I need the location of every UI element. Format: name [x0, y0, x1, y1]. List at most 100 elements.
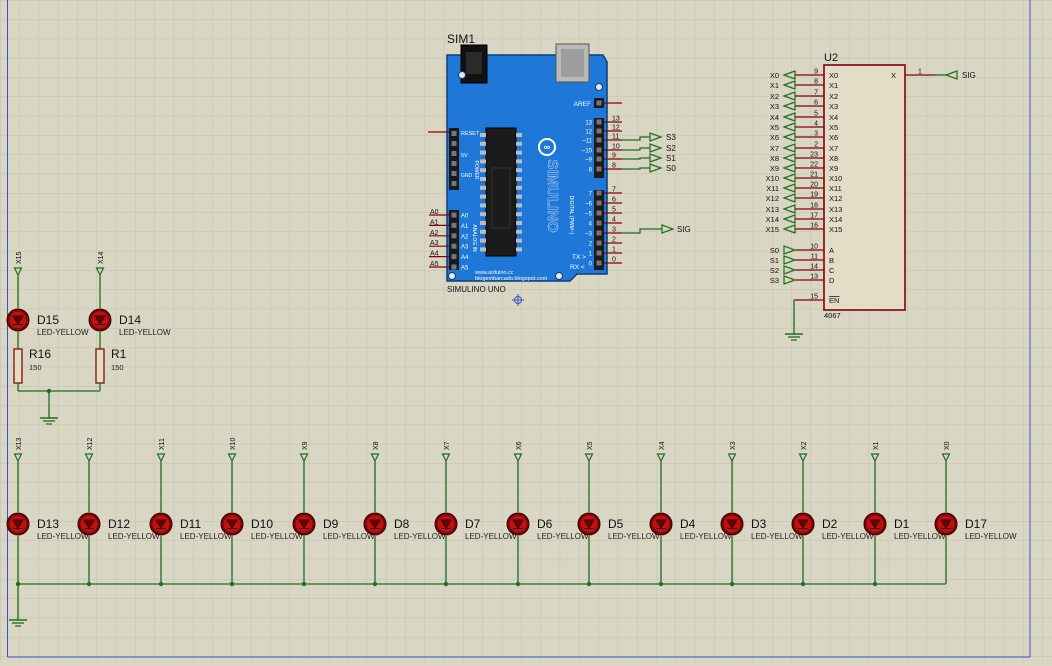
- mux-part: 4067: [824, 311, 841, 320]
- board-outline: [446, 54, 608, 282]
- terminal-arrow: [782, 70, 796, 80]
- net-terminal[interactable]: X6: [513, 441, 524, 463]
- digital-board-label: ~3: [585, 232, 593, 238]
- led-diode-icon: [83, 519, 95, 529]
- net-terminal-s2[interactable]: S2: [649, 143, 676, 153]
- mux-net-label: X14: [766, 215, 779, 224]
- terminal-arrow: [782, 101, 796, 111]
- led-diode-icon: [583, 519, 595, 529]
- terminal-arrow: [870, 453, 880, 463]
- net-terminal[interactable]: X8: [370, 441, 381, 463]
- net-terminal[interactable]: X4: [656, 441, 667, 463]
- terminal-arrow: [941, 453, 951, 463]
- label-digital: DIGITAL (PWM~): [568, 196, 574, 235]
- net-terminal[interactable]: X14: [95, 251, 106, 277]
- digital-pin-number: 4: [612, 217, 616, 224]
- net-terminal[interactable]: X11: [156, 438, 167, 463]
- digital-board-label: ~9: [585, 158, 593, 164]
- terminal-label: X4: [659, 441, 666, 450]
- net-terminal[interactable]: X10: [227, 437, 238, 463]
- terminal-arrow: [649, 153, 663, 163]
- mux-pin-number: 13: [810, 274, 818, 281]
- digital-pin-number: 3: [612, 227, 616, 234]
- power-jack-inner: [466, 52, 482, 74]
- mux-net-label: X2: [770, 92, 779, 101]
- terminal-arrow: [782, 132, 796, 142]
- led-type: LED-YELLOW: [680, 532, 732, 541]
- net-terminal-s3[interactable]: S3: [649, 132, 676, 142]
- mux-net-label: S2: [770, 266, 779, 275]
- net-terminal-sig-out[interactable]: SIG: [944, 70, 976, 80]
- net-terminal[interactable]: X5: [584, 441, 595, 463]
- chip-pin: [480, 185, 486, 190]
- terminal-arrow: [783, 245, 797, 255]
- net-terminal[interactable]: X2: [798, 441, 809, 463]
- net-terminal[interactable]: X15: [13, 251, 24, 277]
- led-diode-icon: [869, 519, 881, 529]
- terminal-arrow: [782, 193, 796, 203]
- header-pin: [451, 212, 457, 218]
- led-diode-icon: [726, 519, 738, 529]
- net-terminal-s1[interactable]: S1: [649, 153, 676, 163]
- chip-pin: [480, 194, 486, 199]
- led-ref: D5: [608, 517, 624, 531]
- net-terminal[interactable]: X3: [727, 441, 738, 463]
- digital-pin-number: 0: [612, 257, 616, 264]
- terminal-arrow: [656, 453, 666, 463]
- chip-pin: [516, 133, 522, 137]
- mux-pin-number: 22: [810, 162, 818, 169]
- terminal-label: X15: [16, 251, 23, 264]
- mux-net-label: X7: [770, 144, 779, 153]
- led-diode-icon: [12, 519, 24, 529]
- net-terminal[interactable]: X9: [299, 441, 310, 463]
- terminal-label: X9: [302, 441, 309, 450]
- mux-pin-label: X0: [829, 71, 838, 80]
- header-pin: [596, 220, 602, 226]
- terminal-arrow: [661, 224, 675, 234]
- resistor-value: 150: [29, 363, 42, 372]
- header-pin: [596, 200, 602, 206]
- header-pin: [451, 181, 457, 186]
- net-terminal[interactable]: X0: [941, 441, 952, 463]
- header-pin: [451, 171, 457, 176]
- net-terminal-sig[interactable]: SIG: [661, 224, 691, 234]
- led-diode-icon: [440, 519, 452, 529]
- chip-pin: [516, 177, 522, 181]
- mux-pin-label: D: [829, 276, 835, 285]
- net-terminal-s0[interactable]: S0: [649, 163, 676, 173]
- net-terminal[interactable]: X13: [13, 437, 24, 463]
- mux-pin-number: 21: [810, 172, 818, 179]
- mux-net-label: S1: [770, 256, 779, 265]
- led-ref: D4: [680, 517, 696, 531]
- digital-board-label: 1: [589, 252, 593, 258]
- mux-pin-number: 10: [810, 244, 818, 251]
- header-pin: [451, 243, 457, 249]
- terminal-arrow: [649, 163, 663, 173]
- net-terminal[interactable]: X1: [870, 441, 881, 463]
- net-terminal[interactable]: X12: [84, 437, 95, 463]
- terminal-label: X12: [87, 437, 94, 450]
- header-pin: [451, 233, 457, 239]
- net-terminal[interactable]: X7: [441, 441, 452, 463]
